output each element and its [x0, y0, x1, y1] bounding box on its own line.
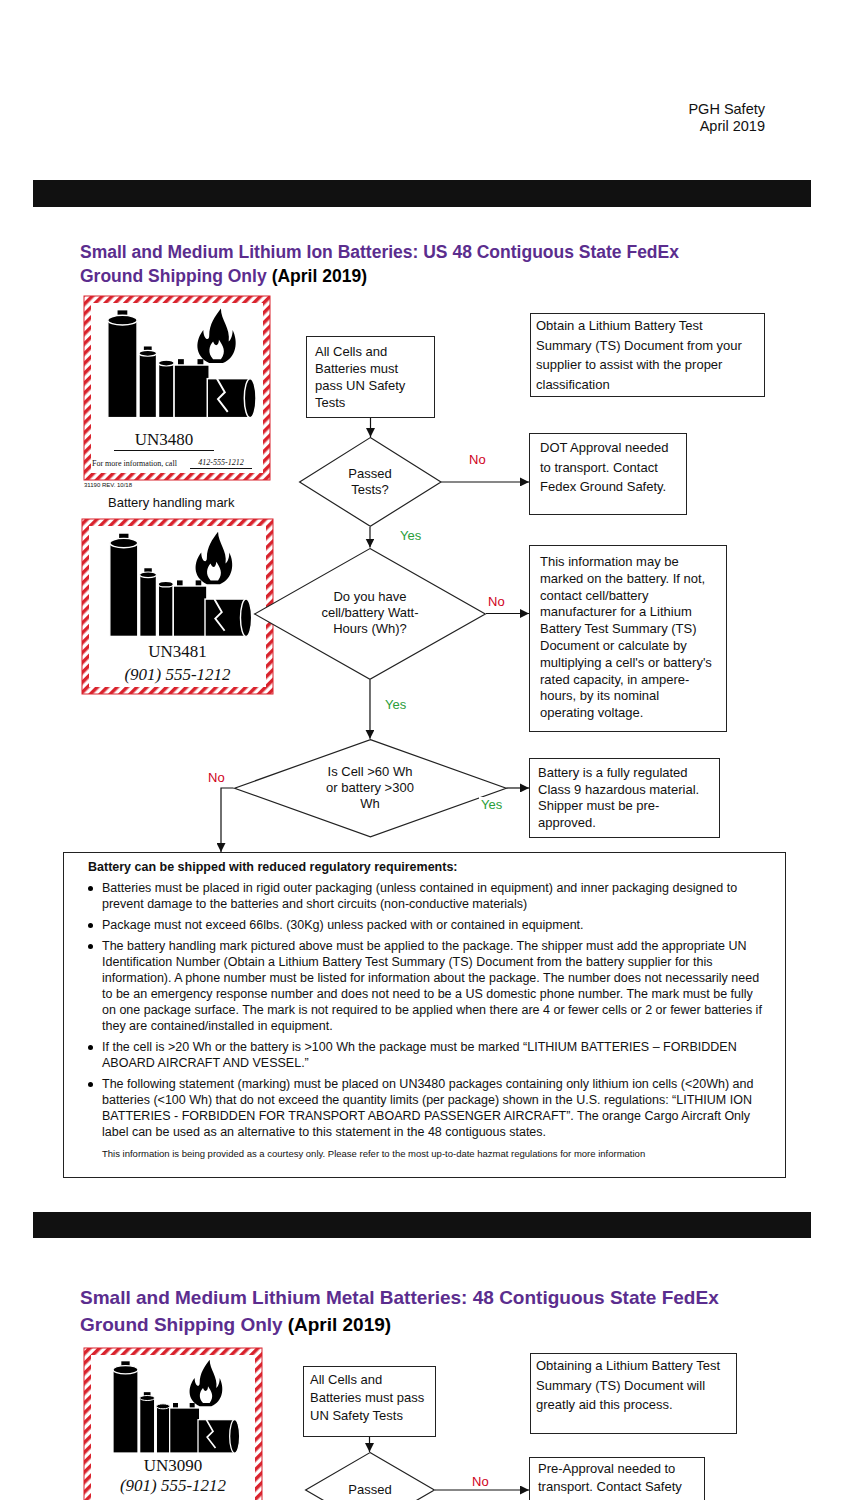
- decision-diamond: Passed Tests?: [299, 437, 442, 527]
- process-box: DOT Approval needed to transport. Contac…: [529, 433, 687, 515]
- battery-icon: [110, 532, 252, 637]
- hazard-label: [84, 1348, 262, 1500]
- hatched-border: [84, 296, 270, 480]
- info-note: For more information, call: [92, 458, 177, 469]
- battery-hazard-label: UN3480For more information, call 412-555-…: [84, 296, 270, 480]
- decision-diamond: Do you have cell/battery Watt-Hours (Wh)…: [254, 548, 486, 680]
- decision-diamond: Passed Tests?: [338, 466, 402, 498]
- battery-hazard-label: UN3481 (901) 555-1212: [82, 519, 273, 694]
- note-box: Obtaining a Lithium Battery Test Summary…: [536, 1356, 731, 1415]
- decision-diamond: Do you have cell/battery Watt-Hours (Wh)…: [311, 589, 429, 637]
- outcome-box: Battery is a fully regulated Class 9 haz…: [538, 765, 711, 831]
- branch-label: Yes: [479, 797, 504, 812]
- phone-number: 412-555-1212: [190, 457, 252, 469]
- section-heading-text: Small and Medium Lithium Metal Batteries…: [80, 1287, 719, 1335]
- requirements-box: Battery can be shipped with reduced regu…: [63, 852, 786, 1178]
- branch-label: Yes: [383, 697, 408, 712]
- flow-arrow: [369, 527, 370, 548]
- un-number: UN3481: [82, 642, 273, 662]
- flow-arrow: [370, 418, 371, 437]
- un-number: UN3090: [84, 1456, 262, 1476]
- process-box: Battery is a fully regulated Class 9 haz…: [529, 758, 720, 838]
- branch-label: No: [206, 770, 227, 785]
- note-box: Obtain a Lithium Battery Test Summary (T…: [536, 316, 759, 394]
- page-date: April 2019: [700, 118, 765, 135]
- section-heading: Small and Medium Lithium Ion Batteries: …: [80, 240, 740, 288]
- process-box: All Cells and Batteries must pass UN Saf…: [306, 336, 435, 418]
- outcome-box: DOT Approval needed to transport. Contac…: [540, 438, 676, 497]
- page-gap: [33, 180, 811, 207]
- process-box: Obtain a Lithium Battery Test Summary (T…: [530, 313, 765, 397]
- decision-diamond: Passed: [340, 1482, 400, 1498]
- process-box: All Cells and Batteries must pass UN Saf…: [303, 1366, 436, 1437]
- battery-hazard-label: UN3090(901) 555-1212: [84, 1348, 262, 1498]
- process-box: This information may be marked on the ba…: [529, 545, 727, 732]
- decision-diamond: Passed: [305, 1452, 435, 1500]
- page-header: PGH Safety: [688, 101, 765, 118]
- branch-label: No: [486, 594, 507, 609]
- flow-arrow: [369, 679, 370, 738]
- phone-number: (901) 555-1212: [82, 665, 273, 685]
- hatched-border: [84, 1348, 262, 1500]
- decision-diamond: Is Cell >60 Wh or battery >300 Wh: [320, 764, 420, 812]
- flow-arrow: [486, 613, 529, 614]
- label-ground: [89, 526, 266, 687]
- revision-note: 31190 REV. 10/18: [84, 481, 132, 489]
- hatched-border: [82, 519, 273, 694]
- flow-arrow: [369, 1437, 370, 1452]
- requirement-item: Batteries must be placed in rigid outer …: [88, 880, 763, 912]
- heading-date: (April 2019): [272, 266, 367, 286]
- branch-label: No: [467, 452, 488, 467]
- branch-label: No: [470, 1474, 491, 1489]
- outcome-box: Pre-Approval needed to transport. Contac…: [538, 1460, 696, 1496]
- requirement-item: Package must not exceed 66lbs. (30Kg) un…: [88, 917, 763, 933]
- hazard-label: [84, 296, 270, 480]
- heading-date: (April 2019): [288, 1314, 391, 1335]
- un-number: UN3480: [114, 430, 214, 451]
- disclaimer-note: This information is being provided as a …: [102, 1148, 763, 1160]
- decision-diamond: Is Cell >60 Wh or battery >300 Wh: [234, 739, 507, 837]
- process-box: All Cells and Batteries must pass UN Saf…: [310, 1371, 429, 1425]
- process-box: Obtaining a Lithium Battery Test Summary…: [530, 1353, 737, 1434]
- branch-label: Yes: [398, 528, 423, 543]
- requirement-item: The following statement (marking) must b…: [88, 1076, 763, 1140]
- mark-caption: Battery handling mark: [108, 495, 234, 510]
- section-heading-text: Small and Medium Lithium Ion Batteries: …: [80, 242, 679, 286]
- label-ground: [91, 303, 263, 473]
- battery-icon: [108, 308, 256, 417]
- section-heading: Small and Medium Lithium Metal Batteries…: [80, 1284, 720, 1338]
- process-box: Pre-Approval needed to transport. Contac…: [529, 1457, 705, 1500]
- requirement-item: If the cell is >20 Wh or the battery is …: [88, 1039, 763, 1071]
- page-gap: [33, 1212, 811, 1238]
- flow-arrow: [435, 1489, 529, 1490]
- note-box: This information may be marked on the ba…: [540, 554, 716, 722]
- flow-arrow: [506, 787, 529, 788]
- flow-arrow: [441, 481, 529, 482]
- flow-arrow: [221, 788, 234, 852]
- process-box: All Cells and Batteries must pass UN Saf…: [315, 343, 426, 411]
- battery-icon: [113, 1360, 240, 1453]
- hazard-label: [82, 519, 273, 694]
- phone-number: (901) 555-1212: [84, 1476, 262, 1496]
- requirements-heading: Battery can be shipped with reduced regu…: [88, 859, 763, 875]
- requirement-item: The battery handling mark pictured above…: [88, 938, 763, 1034]
